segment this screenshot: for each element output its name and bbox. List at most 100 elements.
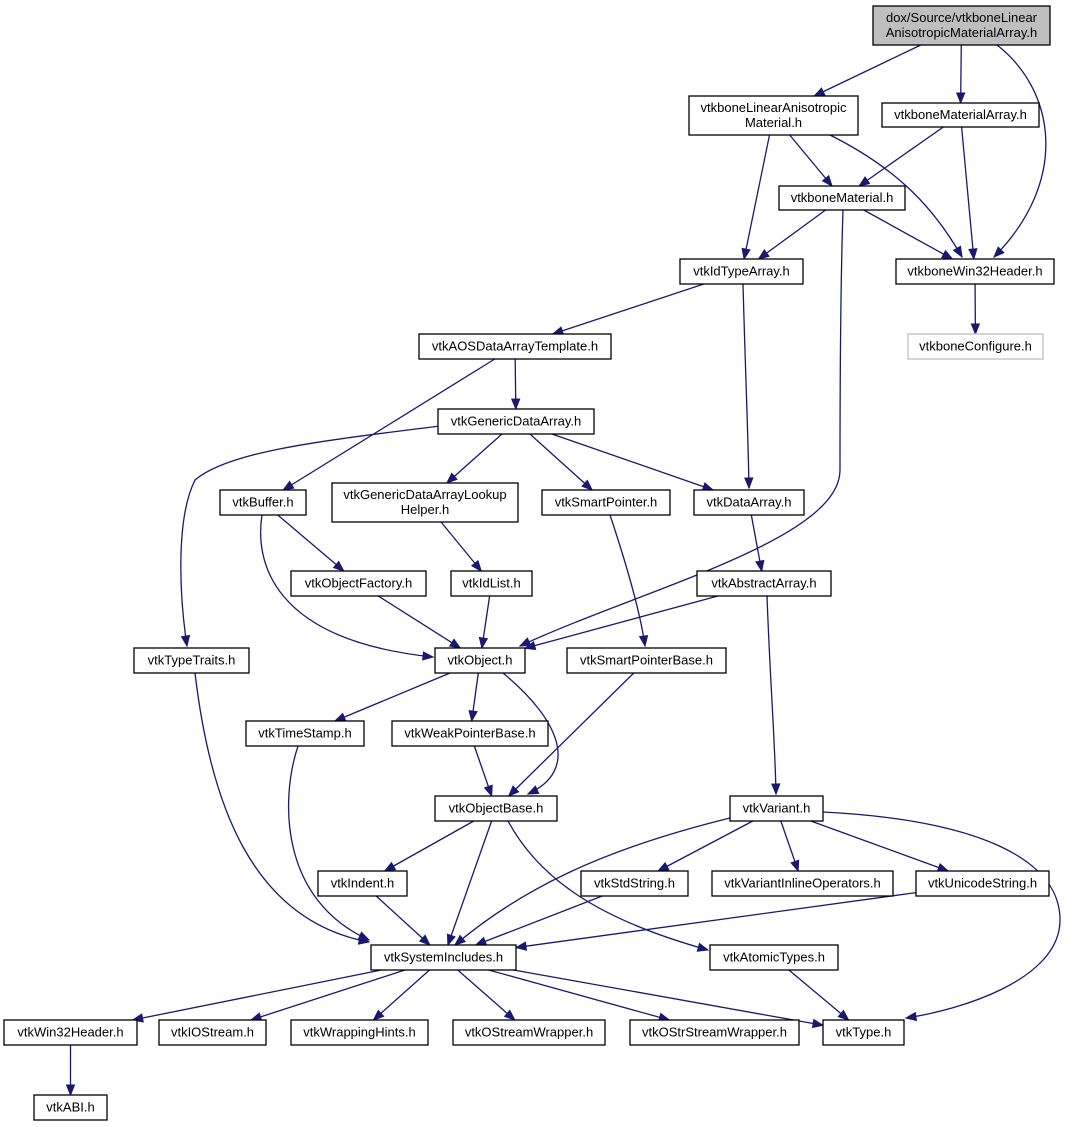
node-box bbox=[688, 95, 859, 136]
edge-vtkBuffer-to-vtkObjectFactory-line bbox=[277, 514, 345, 572]
node-vtkAOSDataArrayTemplate[interactable]: vtkAOSDataArrayTemplate.h bbox=[418, 333, 612, 360]
node-vtkVariantInlineOperators[interactable]: vtkVariantInlineOperators.h bbox=[711, 870, 894, 897]
edge-vtkAtomicTypes-to-vtkType bbox=[788, 969, 850, 1021]
node-vtkAtomicTypes[interactable]: vtkAtomicTypes.h bbox=[709, 944, 839, 971]
node-vtkObjectFactory[interactable]: vtkObjectFactory.h bbox=[290, 570, 427, 597]
node-vtkIndent[interactable]: vtkIndent.h bbox=[317, 870, 408, 897]
node-label: vtkTimeStamp.h bbox=[258, 726, 351, 741]
node-label: vtkGenericDataArray.h bbox=[451, 414, 582, 429]
edge-vtkIndent-to-vtkSystemIncludes bbox=[375, 895, 431, 946]
node-vtkUnicodeString[interactable]: vtkUnicodeString.h bbox=[915, 870, 1050, 897]
node-label: vtkOStreamWrapper.h bbox=[465, 1025, 593, 1040]
node-box bbox=[629, 1019, 800, 1046]
node-box bbox=[566, 647, 727, 674]
node-label: vtkWrappingHints.h bbox=[303, 1025, 415, 1040]
edge-vtkSystemIncludes-to-vtkOStreamWrapper-arrowhead bbox=[503, 1009, 516, 1021]
edge-vtkVariant-to-vtkStdString bbox=[656, 820, 754, 872]
node-label: vtkObjectBase.h bbox=[449, 801, 544, 816]
edge-vtkBuffer-to-vtkObject-arrowhead bbox=[422, 651, 435, 661]
node-box bbox=[331, 482, 519, 523]
node-box bbox=[437, 408, 595, 435]
node-label: vtkUnicodeString.h bbox=[928, 876, 1037, 891]
node-vtkOStreamWrapper[interactable]: vtkOStreamWrapper.h bbox=[452, 1019, 606, 1046]
node-box bbox=[418, 333, 612, 360]
node-vtkWrappingHints[interactable]: vtkWrappingHints.h bbox=[290, 1019, 429, 1046]
node-vtkboneConfigure[interactable]: vtkboneConfigure.h bbox=[907, 333, 1044, 360]
node-box bbox=[709, 944, 839, 971]
node-vtkSmartPointerBase[interactable]: vtkSmartPointerBase.h bbox=[566, 647, 727, 674]
edge-root-to-vtkboneWin32Header-arrowhead bbox=[993, 246, 1005, 258]
edge-vtkGenericDataArrayLookupHelper-to-vtkIdList-line bbox=[440, 521, 482, 572]
node-box bbox=[290, 570, 427, 597]
node-vtkWeakPointerBase[interactable]: vtkWeakPointerBase.h bbox=[391, 720, 549, 747]
node-vtkDataArray[interactable]: vtkDataArray.h bbox=[693, 489, 805, 516]
edges-layer bbox=[65, 44, 1061, 1097]
edge-vtkObject-to-vtkObjectBase-line bbox=[502, 672, 559, 795]
edge-vtkboneWin32Header-to-vtkboneConfigure bbox=[970, 283, 981, 336]
edge-vtkGenericDataArrayLookupHelper-to-vtkIdList bbox=[440, 521, 483, 573]
node-vtkIdList[interactable]: vtkIdList.h bbox=[450, 570, 533, 597]
node-label: vtkTypeTraits.h bbox=[148, 653, 236, 668]
node-vtkOStrStreamWrapper[interactable]: vtkOStrStreamWrapper.h bbox=[629, 1019, 800, 1046]
node-box bbox=[370, 944, 517, 971]
node-box bbox=[541, 489, 671, 516]
edge-vtkAbstractArray-to-vtkObject bbox=[523, 595, 719, 651]
node-box bbox=[729, 795, 824, 822]
edge-vtkSmartPointerBase-to-vtkObjectBase bbox=[507, 672, 635, 797]
edge-root-to-vtkboneMaterialArray bbox=[956, 44, 966, 105]
node-label: AnisotropicMaterialArray.h bbox=[886, 25, 1037, 40]
node-vtkType[interactable]: vtkType.h bbox=[822, 1019, 905, 1046]
node-vtkAbstractArray[interactable]: vtkAbstractArray.h bbox=[696, 570, 832, 597]
node-vtkStdString[interactable]: vtkStdString.h bbox=[580, 870, 689, 897]
edge-vtkBuffer-to-vtkObjectFactory bbox=[277, 514, 345, 572]
node-vtkboneWin32Header[interactable]: vtkboneWin32Header.h bbox=[895, 258, 1055, 285]
node-vtkVariant[interactable]: vtkVariant.h bbox=[729, 795, 824, 822]
node-vtkObject[interactable]: vtkObject.h bbox=[434, 647, 526, 674]
edge-vtkSystemIncludes-to-vtkOStreamWrapper-line bbox=[457, 969, 516, 1021]
edge-vtkSmartPointerBase-to-vtkObjectBase-arrowhead bbox=[507, 785, 520, 797]
edge-vtkObject-to-vtkWeakPointerBase-arrowhead bbox=[468, 709, 478, 723]
node-vtkObjectBase[interactable]: vtkObjectBase.h bbox=[434, 795, 558, 822]
edge-vtkboneLinearAnisotropicMaterial-to-vtkboneWin32Header-line bbox=[829, 134, 963, 258]
edge-vtkboneWin32Header-to-vtkboneConfigure-arrowhead bbox=[970, 323, 981, 336]
edge-vtkboneMaterialArray-to-vtkboneWin32Header-line bbox=[960, 126, 975, 260]
node-vtkABI[interactable]: vtkABI.h bbox=[33, 1094, 108, 1121]
node-box bbox=[317, 870, 408, 897]
edge-vtkAbstractArray-to-vtkVariant-arrowhead bbox=[771, 783, 781, 796]
edge-vtkBuffer-to-vtkObjectFactory-arrowhead bbox=[332, 560, 345, 572]
node-label: vtkAbstractArray.h bbox=[711, 576, 816, 591]
node-label: vtkboneLinearAnisotropic bbox=[701, 100, 847, 115]
node-vtkboneMaterial[interactable]: vtkboneMaterial.h bbox=[778, 185, 906, 211]
edge-vtkSystemIncludes-to-vtkIOStream-line bbox=[250, 969, 406, 1021]
node-vtkSystemIncludes[interactable]: vtkSystemIncludes.h bbox=[370, 944, 517, 971]
node-root[interactable]: dox/Source/vtkboneLinearAnisotropicMater… bbox=[872, 5, 1051, 46]
node-vtkTypeTraits[interactable]: vtkTypeTraits.h bbox=[133, 647, 250, 674]
edge-vtkDataArray-to-vtkAbstractArray-arrowhead bbox=[755, 559, 765, 573]
node-vtkIOStream[interactable]: vtkIOStream.h bbox=[158, 1019, 267, 1046]
node-vtkboneMaterialArray[interactable]: vtkboneMaterialArray.h bbox=[881, 102, 1040, 128]
node-vtkGenericDataArray[interactable]: vtkGenericDataArray.h bbox=[437, 408, 595, 435]
edge-vtkGenericDataArray-to-vtkDataArray bbox=[551, 433, 715, 492]
edge-vtkUnicodeString-to-vtkSystemIncludes bbox=[514, 891, 917, 951]
node-vtkBuffer[interactable]: vtkBuffer.h bbox=[219, 489, 307, 516]
node-vtkSmartPointer[interactable]: vtkSmartPointer.h bbox=[541, 489, 671, 516]
edge-vtkAOSDataArrayTemplate-to-vtkGenericDataArray-arrowhead bbox=[510, 398, 521, 411]
edge-vtkboneLinearAnisotropicMaterial-to-vtkIdTypeArray-line bbox=[743, 134, 771, 260]
node-vtkWin32Header[interactable]: vtkWin32Header.h bbox=[3, 1019, 138, 1046]
edge-vtkTimeStamp-to-vtkSystemIncludes-line bbox=[287, 745, 370, 941]
node-label: vtkSmartPointerBase.h bbox=[580, 653, 713, 668]
edge-vtkGenericDataArray-to-vtkGenericDataArrayLookupHelper-arrowhead bbox=[445, 472, 458, 484]
node-vtkIdTypeArray[interactable]: vtkIdTypeArray.h bbox=[679, 258, 804, 285]
edge-vtkVariant-to-vtkType-arrowhead bbox=[904, 1011, 918, 1022]
edge-vtkAOSDataArrayTemplate-to-vtkBuffer-arrowhead bbox=[282, 480, 295, 491]
edge-vtkboneMaterialArray-to-vtkboneMaterial bbox=[858, 126, 944, 187]
node-vtkTimeStamp[interactable]: vtkTimeStamp.h bbox=[245, 720, 365, 747]
edge-vtkSystemIncludes-to-vtkOStrStreamWrapper bbox=[488, 969, 671, 1022]
node-label: vtkWin32Header.h bbox=[17, 1025, 123, 1040]
node-box bbox=[580, 870, 689, 897]
edge-vtkVariant-to-vtkVariantInlineOperators-arrowhead bbox=[790, 859, 800, 873]
edge-vtkSmartPointer-to-vtkSmartPointerBase-line bbox=[609, 514, 646, 647]
node-box bbox=[158, 1019, 267, 1046]
